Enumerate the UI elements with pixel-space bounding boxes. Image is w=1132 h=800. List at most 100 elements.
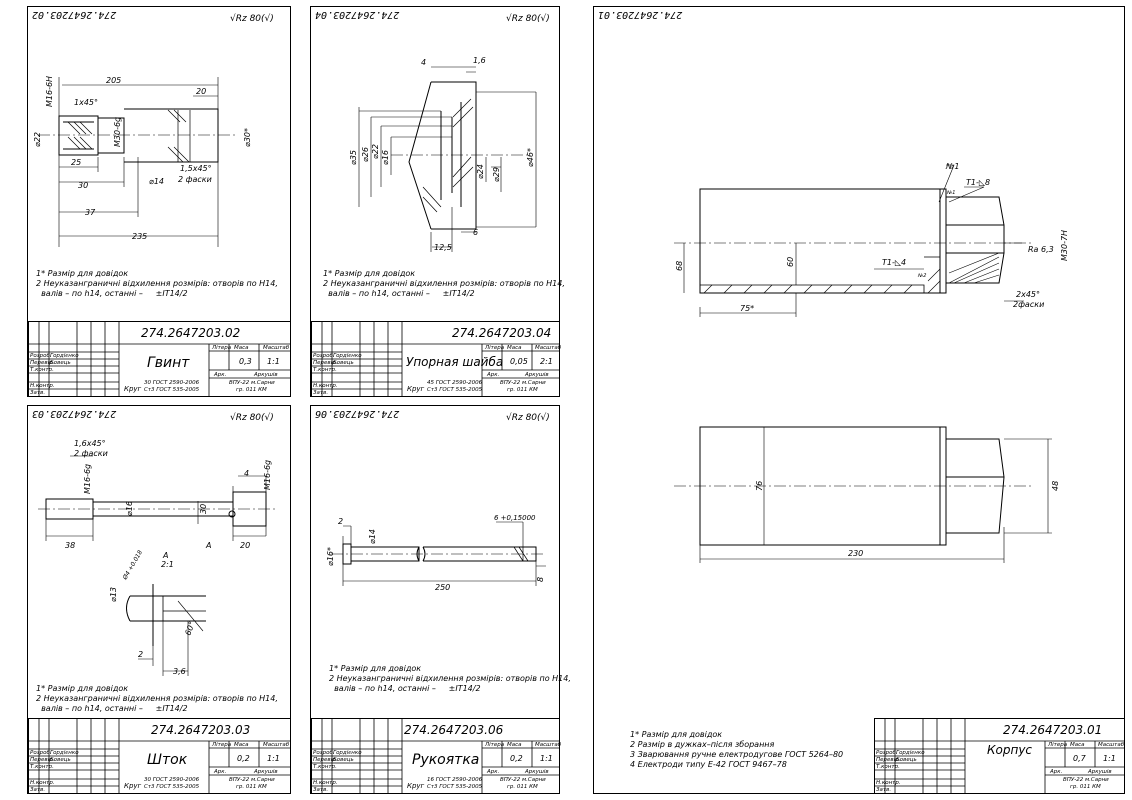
title-block: 274.2647203.03 Шток 0,2 1:1 Літера Маса … — [28, 718, 291, 794]
tb-zatv: Затв. — [313, 787, 329, 793]
tb-tkontr: Т.контр. — [313, 367, 337, 373]
tb-mass: 0,3 — [239, 357, 252, 366]
roughness-symbol: √Rz 80(√) — [230, 14, 274, 24]
dim-d46: ⌀46* — [526, 148, 535, 167]
weld-n1-top: №1 — [945, 162, 959, 171]
tb-material-prefix: Круг — [124, 385, 142, 393]
dim-250: 250 — [435, 583, 450, 592]
tb-scale-label: Масштаб — [535, 345, 562, 351]
tb-org-1: ВПУ-22 м.Сарни — [229, 380, 275, 386]
tb-tkontr: Т.контр. — [876, 764, 900, 770]
tb-org-2: гр. 011 КМ — [236, 387, 267, 393]
technical-notes: 1* Размір для довідок 2 Неуказанграничні… — [36, 269, 278, 298]
dim-d29: ⌀29 — [492, 167, 501, 182]
tb-document-code: 274.2647203.02 — [141, 326, 241, 340]
dim-235: 235 — [132, 232, 147, 241]
dim-d26: ⌀26 — [361, 147, 370, 162]
dim-60deg: 60° — [183, 620, 196, 636]
dim-d16: ⌀16 — [125, 501, 134, 516]
tb-razrob: Розроб. — [30, 750, 52, 756]
tb-person-2: Бовець — [896, 757, 917, 763]
weld-n1-small: №1 — [946, 190, 955, 196]
dim-1x45: 1x45° — [74, 98, 98, 107]
tb-sheets-label: Аркушів — [525, 769, 549, 775]
tb-lit-label: Літера — [485, 345, 505, 351]
dim-60: 60 — [786, 257, 795, 267]
dim-d14: ⌀14 — [368, 529, 377, 544]
dim-d16: ⌀16* — [326, 547, 335, 566]
dim-12-5: 12,5 — [434, 243, 452, 252]
dim-m16-right: M16-6g — [263, 460, 272, 490]
tb-tkontr: Т.контр. — [313, 764, 337, 770]
roughness-symbol: √Rz 80(√) — [506, 413, 550, 423]
tb-org-1: ВПУ-22 м.Сарни — [500, 380, 546, 386]
tb-material-1: 30 ГОСТ 2590-2006 — [144, 777, 200, 783]
technical-notes: 1* Размір для довідок 2 Неуказанграничні… — [329, 664, 571, 693]
tb-sheet-label: Арк. — [214, 372, 227, 378]
tb-lit-label: Літера — [485, 742, 505, 748]
tb-material-1: 45 ГОСТ 2590-2006 — [427, 380, 483, 386]
drawing-sheet-korpus: 274.2647203.01 №1 T1-◺8 №1 — [593, 6, 1125, 794]
roughness-symbol: √Rz 80(√) — [230, 413, 274, 423]
tb-razrob: Розроб. — [876, 750, 898, 756]
tb-sheets-label: Аркушів — [1088, 769, 1112, 775]
dim-d35: ⌀35 — [349, 150, 358, 165]
tb-person-2: Бовець — [333, 757, 354, 763]
tb-org-2: гр. 011 КМ — [1070, 784, 1101, 790]
title-block: 274.2647203.04 Упорная шайба 0,05 2:1 Лі… — [311, 321, 562, 397]
dim-20: 20 — [196, 87, 206, 96]
dim-8: 8 — [536, 577, 545, 582]
tb-perevir: Перевір. — [876, 757, 901, 763]
tb-material-2: Ст3 ГОСТ 535-2005 — [144, 784, 200, 790]
drawing-korpus: №1 T1-◺8 №1 M30-7H Ra 6,3 T1-◺4 №2 68 60… — [674, 162, 1069, 563]
dim-m30: M30-6g — [113, 117, 122, 147]
dim-d30: ⌀30* — [243, 128, 252, 147]
title-block: 274.2647203.06 Рукоятка 0,2 1:1 Літера М… — [311, 718, 561, 794]
dim-75: 75* — [740, 304, 754, 313]
tb-zatv: Затв. — [30, 787, 46, 793]
tb-person-1: Гордієнко — [50, 750, 79, 756]
dim-d16: ⌀16 — [381, 150, 390, 165]
tb-material-2: Ст3 ГОСТ 535-2005 — [144, 387, 200, 393]
tb-org-1: ВПУ-22 м.Сарни — [1063, 777, 1109, 783]
dim-d22: ⌀22 — [33, 132, 42, 147]
tb-sheet-label: Арк. — [487, 769, 500, 775]
tb-perevir: Перевір. — [30, 360, 55, 366]
tb-zatv: Затв. — [313, 390, 329, 396]
tb-person-2: Бовець — [333, 360, 354, 366]
tb-scale: 1:1 — [267, 754, 280, 763]
dim-2: 2 — [338, 517, 343, 526]
dim-3-6: 3,6 — [173, 667, 186, 676]
tb-mass: 0,2 — [510, 754, 523, 763]
tb-org-2: гр. 011 КМ — [507, 784, 538, 790]
weld-t1-4: T1-◺4 — [882, 258, 906, 267]
tb-razrob: Розроб. — [313, 750, 335, 756]
drawing-sheet-upornaya-shaiba: 274.2647203.04 √Rz 80(√) 4 1,6 ⌀35 ⌀26 ⌀… — [310, 6, 565, 397]
dim-20: 20 — [240, 541, 250, 550]
tb-scale-label: Масштаб — [263, 742, 290, 748]
dim-4: 4 — [421, 58, 426, 67]
tb-mass-label: Маса — [507, 345, 522, 351]
tb-org-1: ВПУ-22 м.Сарни — [500, 777, 546, 783]
weld-t1-8: T1-◺8 — [966, 178, 990, 187]
tb-scale: 1:1 — [1103, 754, 1116, 763]
drawing-shtok: 1,6x45° 2 фаски M16-6g 4 M16-6g ⌀16 30 3… — [38, 439, 276, 676]
dim-chamfer: 1,5x45° — [180, 164, 212, 173]
dim-d14: ⌀14 — [149, 177, 164, 186]
dim-30: 30 — [199, 504, 208, 514]
tb-mass: 0,7 — [1073, 754, 1086, 763]
tb-org-1: ВПУ-22 м.Сарни — [229, 777, 275, 783]
tb-part-name: Шток — [147, 752, 188, 768]
tb-sheets-label: Аркушів — [254, 372, 278, 378]
tb-material-prefix: Круг — [407, 385, 425, 393]
dim-d24: ⌀24 — [476, 164, 485, 179]
dim-a-right: A — [205, 541, 211, 550]
drawing-sheet-rukoyatka: 274.2647203.06 √Rz 80(√) 2 ⌀14 ⌀16* 6 +0… — [310, 405, 571, 794]
tb-tkontr: Т.контр. — [30, 367, 54, 373]
tb-document-code: 274.2647203.04 — [452, 326, 552, 340]
drawing-sheet-gvynt: 274.2647203.02 √Rz 80(√) 205 20 1x45° 25… — [27, 6, 291, 397]
tb-razrob: Розроб. — [30, 353, 52, 359]
drawing-shaiba: 4 1,6 ⌀35 ⌀26 ⌀22 ⌀16 ⌀24 ⌀29 ⌀46* 12,5 … — [349, 56, 537, 252]
tb-nkontr: Н.контр. — [313, 780, 338, 786]
dim-2faski: 2фаски — [1013, 300, 1044, 309]
